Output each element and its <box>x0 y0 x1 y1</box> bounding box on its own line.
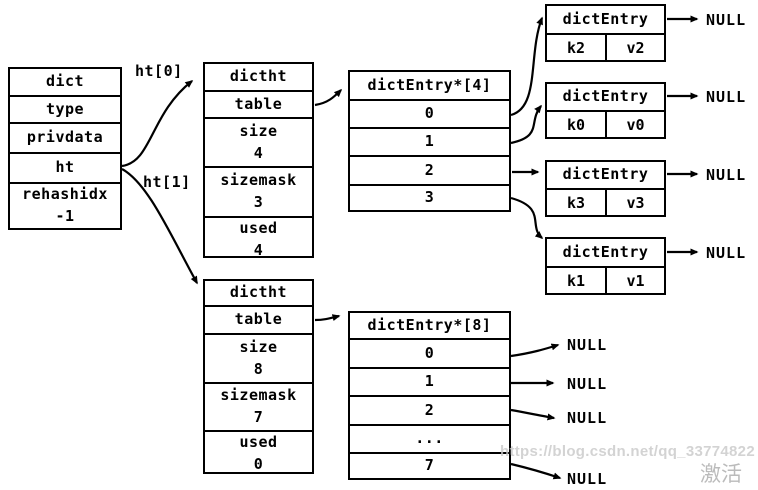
dict-entry-k2-kv: k2 v2 <box>547 35 664 60</box>
entry-array-8-title: dictEntry*[8] <box>350 313 509 340</box>
dictht-top-row-used: used 4 <box>239 219 278 259</box>
dict-entry-k2-value: v2 <box>626 38 645 57</box>
dict-entry-k0-key: k0 <box>547 112 607 137</box>
dict-entry-box-k0: dictEntry k0 v0 <box>545 82 666 139</box>
dict-box-title: dict <box>10 69 120 97</box>
entry-array-4-slot-2: 2 <box>350 157 509 186</box>
null-label-entry-k3: NULL <box>706 166 747 184</box>
entry-array-4-slot-3: 3 <box>424 188 435 207</box>
arrow-slot8-0-to-null <box>510 343 560 358</box>
entry-array-8-slot-0: 0 <box>350 340 509 369</box>
dict-row-ht: ht <box>10 154 120 184</box>
arrow-slot0-to-entry-k2 <box>510 16 544 117</box>
null-label-entry-k2: NULL <box>706 11 747 29</box>
entry-array-8-box: dictEntry*[8] 0 1 2 ... 7 <box>348 311 511 480</box>
arrow-slot8-7-to-null <box>510 462 562 480</box>
ht0-pointer-label: ht[0] <box>135 62 183 80</box>
entry-array-8-slot-7: 7 <box>424 456 435 475</box>
arrow-slot3-to-entry-k1 <box>510 196 544 239</box>
watermark-activate-text: 激活 <box>700 462 742 486</box>
dictht-bottom-row-size: size 8 <box>205 335 312 384</box>
dictht-bottom-row-sizemask: sizemask 7 <box>205 384 312 432</box>
entry-array-4-slot-0: 0 <box>350 101 509 129</box>
entry-array-4-slot-1: 1 <box>350 129 509 157</box>
null-label-entry-k1: NULL <box>706 244 747 262</box>
dictht-top-box: dictht table size 4 sizemask 3 used 4 <box>203 62 314 259</box>
dict-entry-k1-kv: k1 v1 <box>547 268 664 293</box>
dict-entry-k3-kv: k3 v3 <box>547 190 664 215</box>
dictht-top-row-size: size 4 <box>205 119 312 168</box>
dictht-top-row-table: table <box>205 92 312 119</box>
dict-entry-k3-title: dictEntry <box>547 162 664 190</box>
dictht-bottom-row-used: used 0 <box>239 433 278 473</box>
null-label-slot8-7: NULL <box>567 470 608 488</box>
dict-row-rehashidx: rehashidx -1 <box>22 185 108 225</box>
arrow-slot1-to-entry-k0 <box>510 104 542 145</box>
null-label-slot8-2: NULL <box>567 409 608 427</box>
dict-entry-box-k1: dictEntry k1 v1 <box>545 237 666 295</box>
dict-entry-k0-title: dictEntry <box>547 84 664 112</box>
entry-array-8-slot-ellipsis: ... <box>350 426 509 454</box>
dictht-bottom-title: dictht <box>205 281 312 307</box>
arrow-ht0-to-dictht-top <box>121 80 194 168</box>
entry-array-4-box: dictEntry*[4] 0 1 2 3 <box>348 70 511 212</box>
dict-box: dict type privdata ht rehashidx -1 <box>8 67 122 230</box>
entry-array-8-slot-1: 1 <box>350 369 509 397</box>
dict-entry-k0-value: v0 <box>626 115 645 134</box>
watermark-blog-url: https://blog.csdn.net/qq_33774822 <box>500 443 755 460</box>
dict-entry-k2-key: k2 <box>547 35 607 60</box>
dict-entry-k3-value: v3 <box>626 193 645 212</box>
null-label-slot8-0: NULL <box>567 336 608 354</box>
dict-entry-k0-kv: k0 v0 <box>547 112 664 137</box>
null-label-slot8-1: NULL <box>567 375 608 393</box>
dictht-top-row-sizemask: sizemask 3 <box>205 168 312 218</box>
ht1-pointer-label: ht[1] <box>143 173 191 191</box>
dict-entry-k2-title: dictEntry <box>547 6 664 35</box>
dictht-bottom-row-table: table <box>205 307 312 335</box>
dictht-bottom-box: dictht table size 8 sizemask 7 used 0 <box>203 279 314 474</box>
arrow-table-top-to-array4 <box>314 88 343 107</box>
entry-array-4-title: dictEntry*[4] <box>350 72 509 101</box>
dict-entry-k1-key: k1 <box>547 268 607 293</box>
dictht-top-title: dictht <box>205 64 312 92</box>
dict-entry-box-k2: dictEntry k2 v2 <box>545 4 666 62</box>
dict-entry-k3-key: k3 <box>547 190 607 215</box>
null-label-entry-k0: NULL <box>706 88 747 106</box>
entry-array-8-slot-2: 2 <box>350 397 509 426</box>
dict-row-privdata: privdata <box>10 124 120 154</box>
arrow-table-bottom-to-array8 <box>314 314 341 322</box>
dict-entry-box-k3: dictEntry k3 v3 <box>545 160 666 217</box>
arrow-slot8-2-to-null <box>510 408 556 421</box>
dict-entry-k1-title: dictEntry <box>547 239 664 268</box>
dict-entry-k1-value: v1 <box>626 271 645 290</box>
dict-row-type: type <box>10 97 120 124</box>
